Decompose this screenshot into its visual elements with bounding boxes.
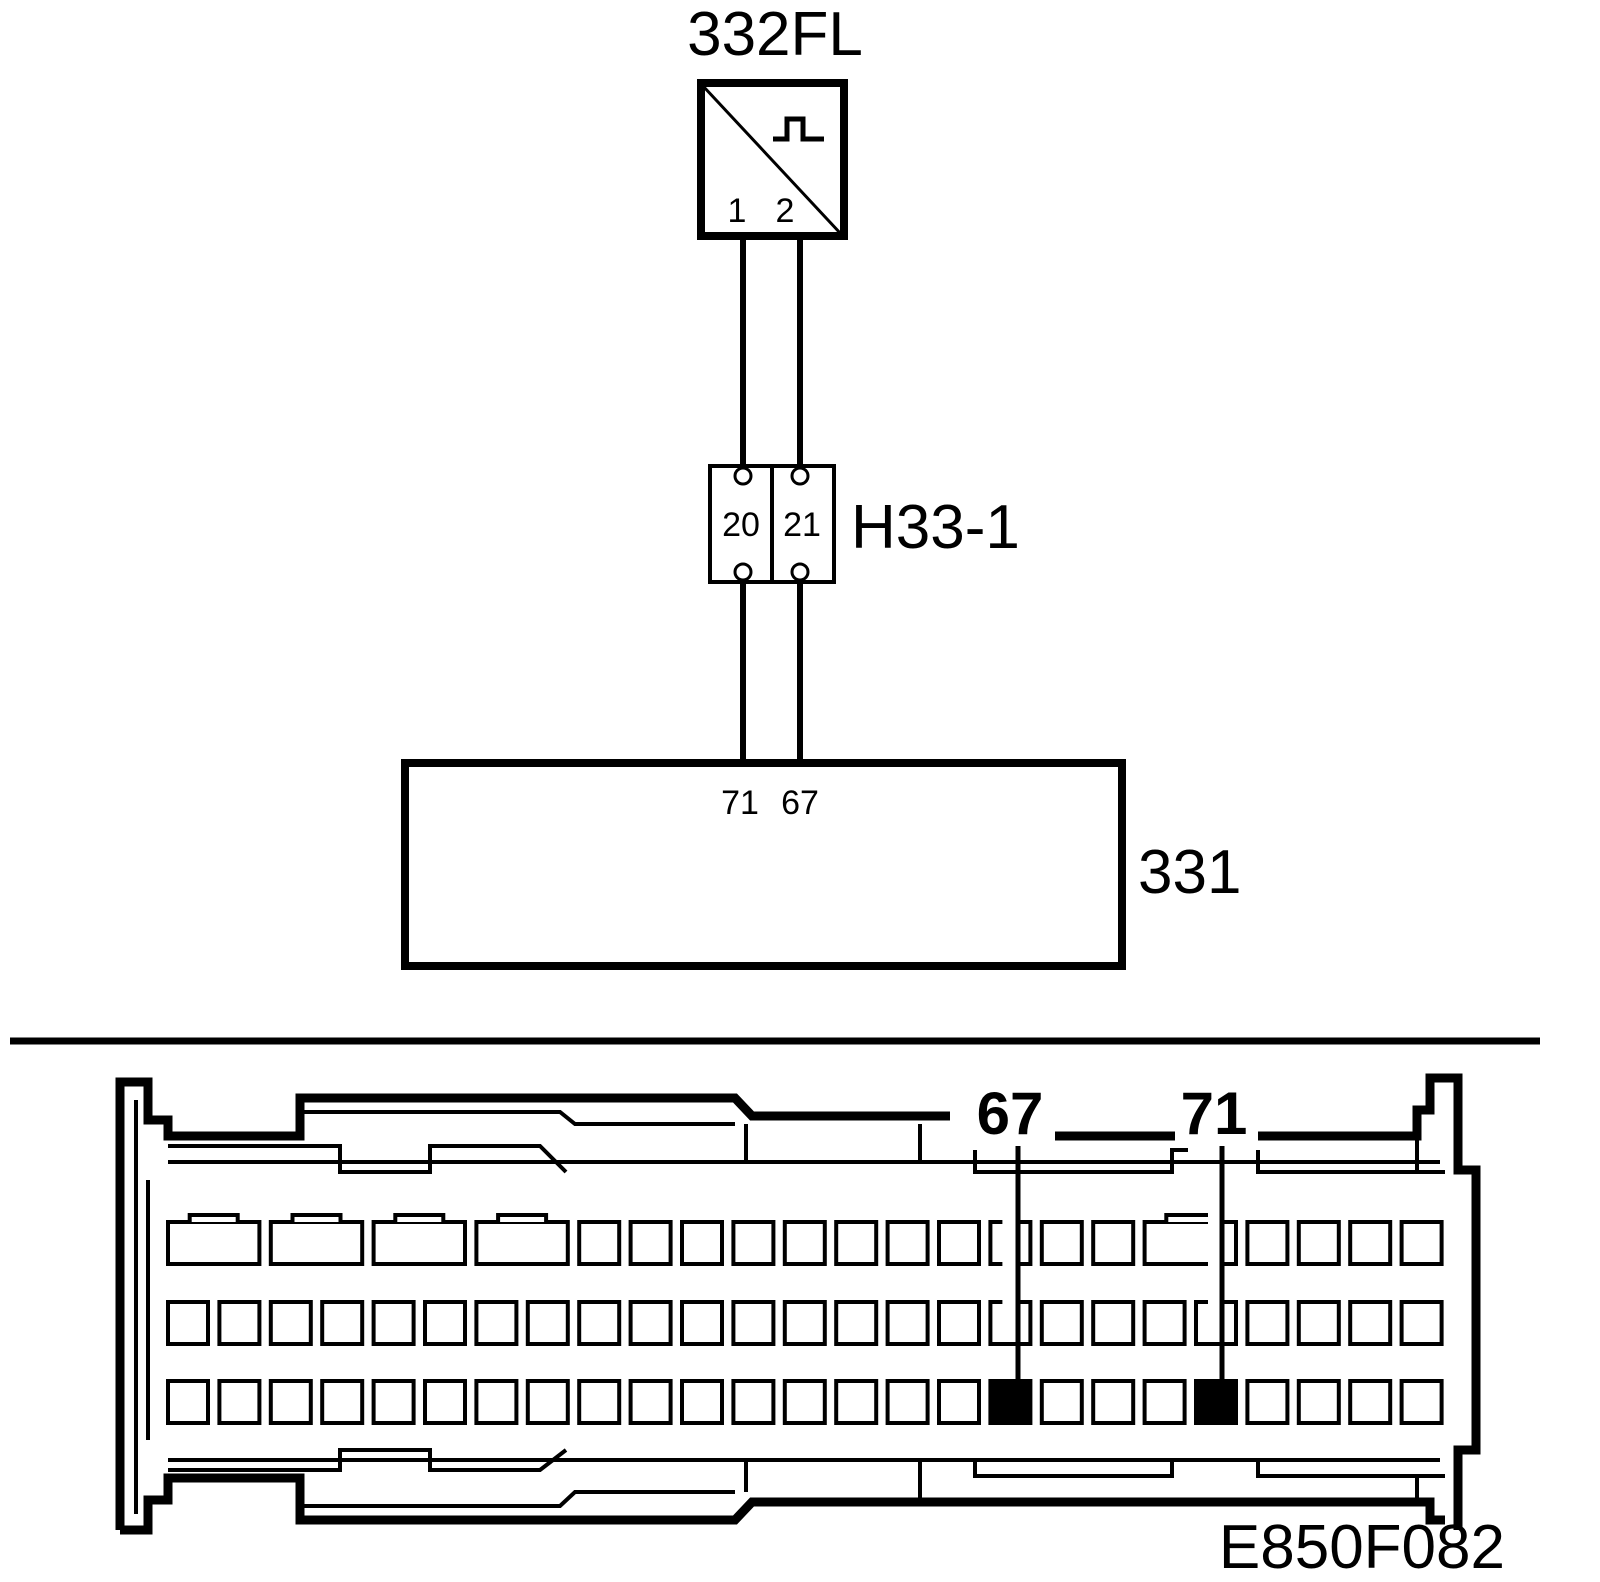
sensor-pin-1-label: 1 [728, 192, 747, 230]
pin-cavity [320, 1300, 365, 1346]
pin-cavity [782, 1379, 827, 1425]
pin-cavity [474, 1379, 519, 1425]
pin-cavity [577, 1379, 622, 1425]
callout-pin-right: 71 [1181, 1080, 1248, 1147]
pin-cavity [937, 1379, 981, 1425]
wires [740, 236, 803, 762]
pin-cavity [680, 1220, 724, 1266]
pin-cavity [371, 1300, 416, 1346]
highlighted-pin-cavity [1194, 1379, 1238, 1425]
pin-cavity [628, 1300, 673, 1346]
pin-cavity [1348, 1379, 1393, 1425]
figure-code: E850F082 [1219, 1513, 1505, 1582]
pin-cavity [1091, 1220, 1136, 1266]
cavity-latch [1164, 1213, 1217, 1222]
pin-cavity [628, 1220, 673, 1266]
pin-cavity [731, 1379, 776, 1425]
connector-terminal [790, 562, 810, 582]
pin-cavity [474, 1300, 519, 1346]
pin-cavity [577, 1300, 622, 1346]
connector-pin-grid [166, 1205, 1444, 1425]
pin-cavity [834, 1220, 879, 1266]
connector-terminal [733, 562, 753, 582]
pin-cavity [885, 1379, 930, 1425]
pin-cavity [268, 1379, 313, 1425]
connector-terminal [733, 466, 753, 486]
connector-pin-b-label: 21 [783, 506, 821, 544]
pin-cavity [834, 1300, 879, 1346]
pin-cavity [371, 1379, 416, 1425]
callout-leaders [1015, 1146, 1225, 1390]
pin-cavity [1399, 1220, 1444, 1266]
pin-cavity [166, 1300, 210, 1346]
pin-cavity [1039, 1220, 1084, 1266]
connector-terminal [790, 466, 810, 486]
pin-cavity [217, 1300, 262, 1346]
connector-face-outline [115, 1073, 1481, 1535]
pin-cavity [320, 1379, 365, 1425]
cavity-latch [393, 1213, 446, 1222]
pin-cavity [1245, 1300, 1290, 1346]
pin-cavity [731, 1300, 776, 1346]
pin-cavity [680, 1379, 724, 1425]
pin-cavity [1348, 1300, 1393, 1346]
pin-cavity [1296, 1379, 1341, 1425]
pin-cavity [1296, 1300, 1341, 1346]
module-pin-a-label: 71 [721, 784, 759, 822]
pin-cavity [885, 1300, 930, 1346]
pin-cavity [1039, 1300, 1084, 1346]
connector-label: H33-1 [851, 493, 1020, 562]
pin-cavity [166, 1220, 262, 1266]
cavity-latch [187, 1213, 240, 1222]
pin-cavity [217, 1379, 262, 1425]
pin-cavity [474, 1220, 570, 1266]
pin-cavity [423, 1379, 467, 1425]
callout-pin-left: 67 [977, 1080, 1044, 1147]
pin-cavity [525, 1300, 570, 1346]
pin-cavity [834, 1379, 879, 1425]
pin-cavity [1348, 1220, 1393, 1266]
pin-cavity [1142, 1379, 1187, 1425]
pin-cavity [1245, 1379, 1290, 1425]
sensor-pin-2-label: 2 [776, 192, 795, 230]
pin-cavity [268, 1300, 313, 1346]
pin-cavity [1039, 1379, 1084, 1425]
pin-cavity [423, 1300, 467, 1346]
leader-gap [1002, 1205, 1019, 1330]
pin-cavity [1091, 1300, 1136, 1346]
pin-cavity [577, 1220, 622, 1266]
cavity-latch [496, 1213, 549, 1222]
pin-cavity [731, 1220, 776, 1266]
pin-cavity [782, 1300, 827, 1346]
square-pulse-icon [773, 116, 824, 142]
pin-cavity [268, 1220, 365, 1266]
pin-cavity [782, 1220, 827, 1266]
pin-cavity [885, 1220, 930, 1266]
connector-h33-1 [708, 464, 836, 584]
pin-cavity [525, 1379, 570, 1425]
pin-cavity [937, 1300, 981, 1346]
module-pin-b-label: 67 [781, 784, 819, 822]
pin-cavity [1296, 1220, 1341, 1266]
pin-cavity [937, 1220, 981, 1266]
module-label: 331 [1138, 838, 1241, 907]
cavity-latch [290, 1213, 343, 1222]
pin-cavity [680, 1300, 724, 1346]
pin-cavity [371, 1220, 468, 1266]
highlighted-pin-cavity [988, 1379, 1033, 1425]
pin-cavity [166, 1379, 210, 1425]
pin-cavity [628, 1379, 673, 1425]
sensor-label: 332FL [687, 0, 863, 69]
pin-cavity [1399, 1300, 1444, 1346]
module-box [401, 759, 1126, 970]
pin-cavity [1399, 1379, 1444, 1425]
pin-cavity [1091, 1379, 1136, 1425]
sensor-box [697, 79, 848, 240]
pin-cavity [1245, 1220, 1290, 1266]
connector-pin-a-label: 20 [722, 506, 760, 544]
pin-cavity [1142, 1300, 1187, 1346]
